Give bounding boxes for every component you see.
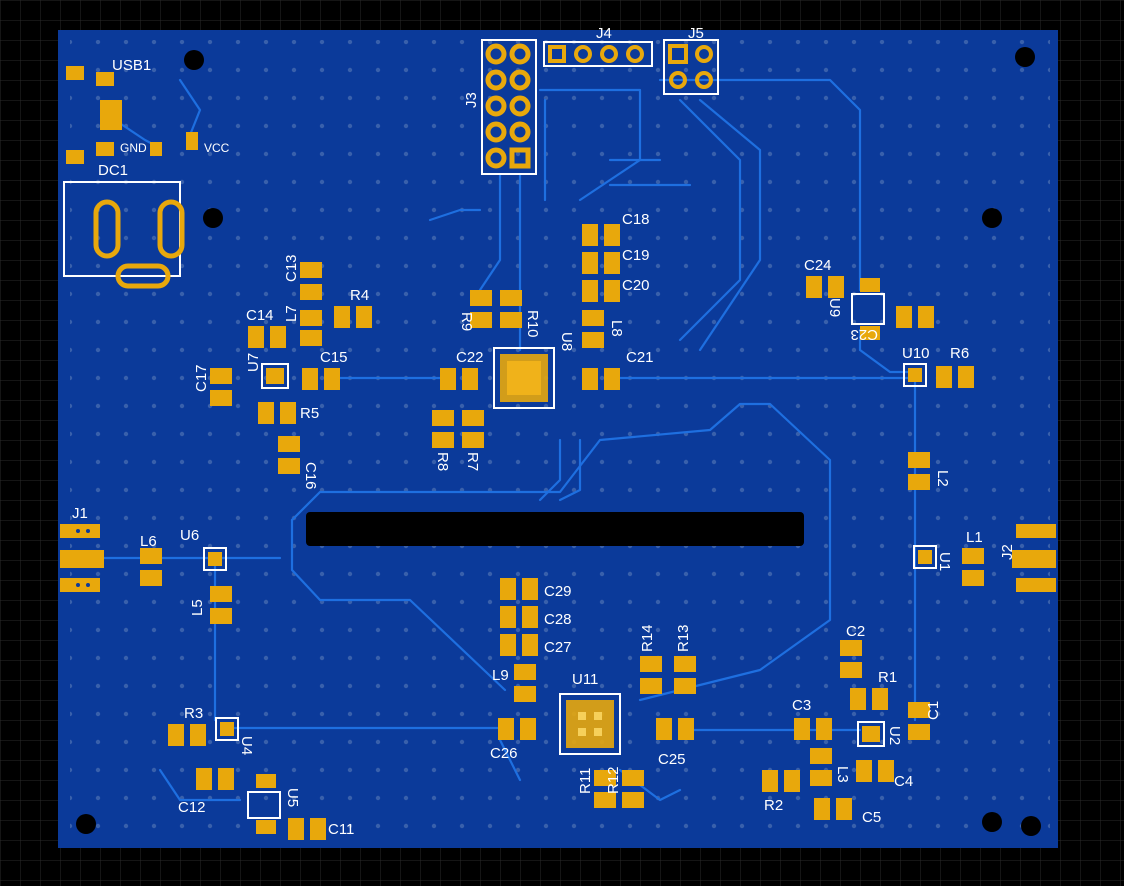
label-vcc: VCC bbox=[204, 141, 230, 155]
label-c12: C12 bbox=[178, 799, 206, 816]
label-u4: U4 bbox=[238, 736, 255, 755]
label-j1: J1 bbox=[72, 505, 88, 522]
label-r4: R4 bbox=[350, 287, 369, 304]
label-c18: C18 bbox=[622, 211, 650, 228]
label-c23: C23 bbox=[850, 326, 878, 343]
label-c28: C28 bbox=[544, 611, 572, 628]
label-r7: R7 bbox=[464, 452, 481, 471]
label-u5: U5 bbox=[284, 788, 301, 807]
label-r9: R9 bbox=[458, 312, 475, 331]
label-u6: U6 bbox=[180, 527, 199, 544]
label-l5: L5 bbox=[189, 599, 206, 616]
label-c13: C13 bbox=[283, 254, 300, 282]
label-c25: C25 bbox=[658, 751, 686, 768]
label-r1: R1 bbox=[878, 669, 897, 686]
j5-header bbox=[663, 39, 719, 95]
passive-components bbox=[140, 224, 984, 840]
label-c22: C22 bbox=[456, 349, 484, 366]
label-u9: U9 bbox=[826, 298, 843, 317]
j2-connector bbox=[1012, 524, 1056, 592]
label-usb1: USB1 bbox=[112, 57, 151, 74]
label-r8: R8 bbox=[434, 452, 451, 471]
label-r2: R2 bbox=[764, 797, 783, 814]
label-l2: L2 bbox=[934, 470, 951, 487]
label-c29: C29 bbox=[544, 583, 572, 600]
label-c15: C15 bbox=[320, 349, 348, 366]
label-c2: C2 bbox=[846, 623, 865, 640]
dc1-footprint bbox=[63, 181, 185, 289]
label-u10: U10 bbox=[902, 345, 930, 362]
label-c11: C11 bbox=[328, 821, 354, 838]
label-r6: R6 bbox=[950, 345, 969, 362]
label-r11: R11 bbox=[577, 768, 594, 794]
label-r3: R3 bbox=[184, 705, 203, 722]
j4-header bbox=[543, 41, 653, 67]
label-l8: L8 bbox=[608, 320, 625, 337]
label-j5: J5 bbox=[688, 25, 704, 42]
label-u8: U8 bbox=[558, 332, 575, 351]
label-gnd: GND bbox=[120, 141, 147, 155]
label-c27: C27 bbox=[544, 639, 572, 656]
label-r13: R13 bbox=[675, 624, 692, 652]
label-l3: L3 bbox=[834, 766, 851, 783]
mounting-holes bbox=[76, 47, 1041, 836]
ic-packages bbox=[203, 278, 937, 834]
usb1-footprint bbox=[66, 66, 198, 164]
label-r12: R12 bbox=[605, 766, 622, 794]
label-u11: U11 bbox=[572, 671, 598, 688]
label-c17: C17 bbox=[193, 364, 210, 392]
label-j3: J3 bbox=[463, 92, 480, 108]
label-r14: R14 bbox=[639, 624, 656, 652]
j3-header bbox=[481, 39, 537, 175]
label-c26: C26 bbox=[490, 745, 518, 762]
label-u7: U7 bbox=[245, 353, 262, 372]
label-c1: C1 bbox=[925, 701, 942, 720]
label-c3: C3 bbox=[792, 697, 811, 714]
label-j4: J4 bbox=[596, 25, 612, 42]
label-c5: C5 bbox=[862, 809, 881, 826]
label-c14: C14 bbox=[246, 307, 274, 324]
label-l7: L7 bbox=[283, 305, 300, 322]
label-u1: U1 bbox=[936, 552, 953, 571]
label-l6: L6 bbox=[140, 533, 157, 550]
label-c16: C16 bbox=[302, 462, 319, 490]
label-c20: C20 bbox=[622, 277, 650, 294]
label-l9: L9 bbox=[492, 667, 509, 684]
label-c19: C19 bbox=[622, 247, 650, 264]
label-c24: C24 bbox=[804, 257, 832, 274]
label-c21: C21 bbox=[626, 349, 654, 366]
label-r5: R5 bbox=[300, 405, 319, 422]
j1-connector bbox=[60, 524, 104, 592]
label-dc1: DC1 bbox=[98, 162, 128, 179]
label-u2: U2 bbox=[886, 726, 903, 745]
board-slot bbox=[306, 512, 804, 546]
label-j2: J2 bbox=[999, 544, 1016, 560]
silkscreen-labels: C13 L7 R4 C14 C15 C17 U7 R5 C16 R9 R10 U… bbox=[140, 211, 983, 838]
label-l1: L1 bbox=[966, 529, 983, 546]
label-c4: C4 bbox=[894, 773, 913, 790]
label-r10: R10 bbox=[524, 310, 541, 338]
